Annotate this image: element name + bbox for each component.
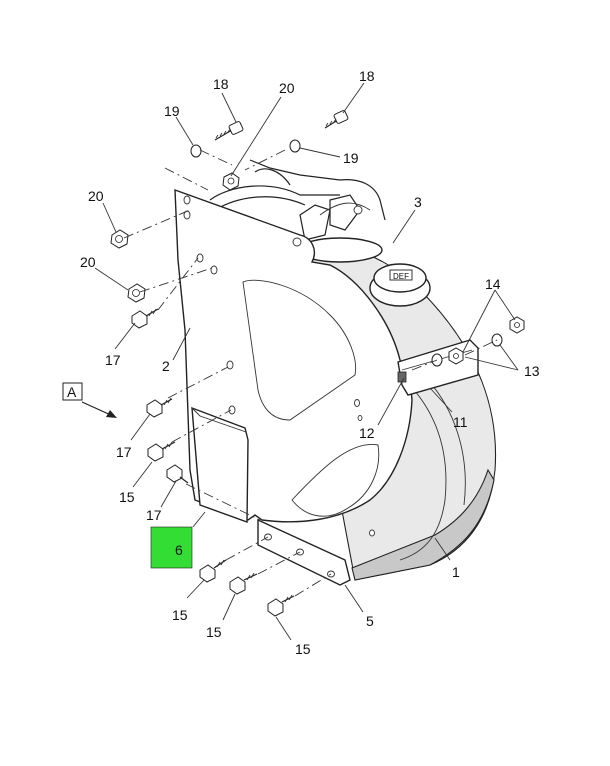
callout-18-left: 18 <box>213 76 229 92</box>
callout-20-mid: 20 <box>88 188 104 204</box>
callout-20-lower: 20 <box>80 254 96 270</box>
callout-17-middle: 17 <box>116 444 132 460</box>
callout-6: 6 <box>175 542 183 558</box>
callout-15-upper: 15 <box>119 489 135 505</box>
view-arrow-icon <box>106 410 117 418</box>
callout-15-a: 15 <box>172 607 188 623</box>
callout-19-right: 19 <box>343 150 359 166</box>
callout-20-top: 20 <box>279 80 295 96</box>
bolt-17-middle-icon <box>146 397 173 418</box>
nut-20-top-icon <box>222 172 240 191</box>
callout-17-upper: 17 <box>105 352 121 368</box>
callout-17-lower: 17 <box>146 507 162 523</box>
fill-cap-assembly: DEF <box>297 194 431 307</box>
nut-20-mid-icon <box>110 229 129 249</box>
washer-19-right-icon <box>289 139 301 153</box>
callout-18-right: 18 <box>359 68 375 84</box>
callout-11: 11 <box>453 414 468 430</box>
top-strap <box>209 159 386 221</box>
callout-3: 3 <box>414 194 422 210</box>
fasteners <box>110 110 525 617</box>
callout-5: 5 <box>366 613 374 629</box>
bolt-15-b-icon <box>229 572 258 595</box>
callout-12: 12 <box>359 425 375 441</box>
callout-1: 1 <box>452 564 460 580</box>
bolt-15-upper-icon <box>147 441 176 462</box>
callout-15-b: 15 <box>206 624 222 640</box>
leader-lines <box>94 82 519 641</box>
callout-2: 2 <box>162 358 170 374</box>
bolt-17-lower-icon <box>166 464 189 484</box>
nut-20-lower-icon <box>127 283 146 303</box>
view-label-box <box>62 382 83 401</box>
callout-14: 14 <box>485 276 501 292</box>
washer-19-left-icon <box>190 144 202 158</box>
bolt-17-upper-icon <box>131 308 159 329</box>
bolt-18-left-icon <box>214 121 244 141</box>
svg-text:DEF: DEF <box>393 272 409 281</box>
view-a-indicator: A <box>62 382 117 418</box>
callout-13: 13 <box>524 363 540 379</box>
callout-15-c: 15 <box>295 641 311 657</box>
highlight-box-6[interactable] <box>150 526 193 569</box>
bolt-15-c-icon <box>267 594 295 617</box>
nut-14-a-icon <box>448 347 464 365</box>
bolt-15-a-icon <box>199 559 227 583</box>
view-label: A <box>67 384 77 400</box>
foot-plate <box>257 518 351 586</box>
callout-19-left: 19 <box>164 103 180 119</box>
nut-14-b-icon <box>509 316 525 334</box>
bolt-18-right-icon <box>324 110 349 129</box>
alignment-lines <box>123 149 498 597</box>
callout-labels: 18 20 19 18 19 20 20 3 14 13 17 2 12 11 … <box>80 68 540 657</box>
